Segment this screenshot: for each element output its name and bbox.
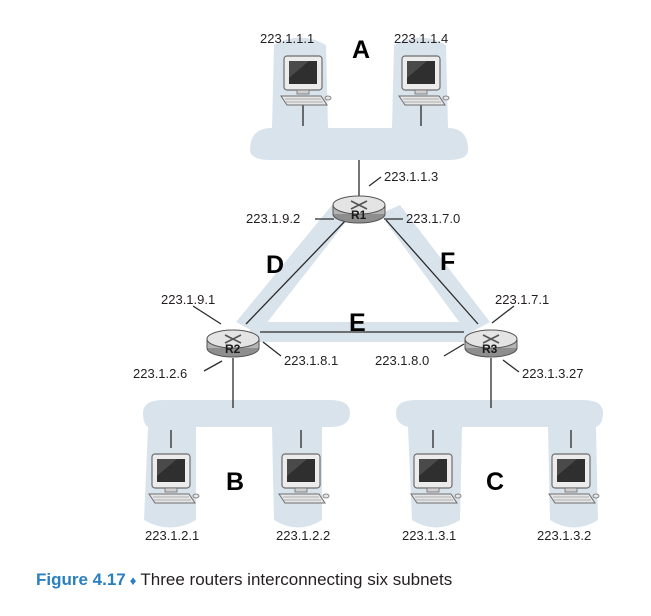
subnet-label-e: E xyxy=(349,309,366,337)
subnet-shading xyxy=(143,37,603,528)
subnet-label-b: B xyxy=(226,468,244,496)
addr-label: 223.1.1.1 xyxy=(260,31,314,46)
addr-label: 223.1.9.1 xyxy=(161,292,215,307)
addr-label: 223.1.2.1 xyxy=(145,528,199,543)
addr-label: 223.1.7.1 xyxy=(495,292,549,307)
subnet-label-f: F xyxy=(440,248,455,276)
addr-label: 223.1.2.6 xyxy=(133,366,187,381)
subnet-label-a: A xyxy=(352,36,370,64)
links xyxy=(170,100,572,448)
addr-label: 223.1.3.1 xyxy=(402,528,456,543)
addr-label: 223.1.1.3 xyxy=(384,169,438,184)
router-r1-name: R1 xyxy=(351,208,367,222)
figure-caption: Figure 4.17♦Three routers interconnectin… xyxy=(36,570,452,590)
subnet-label-c: C xyxy=(486,468,504,496)
addr-label: 223.1.2.2 xyxy=(276,528,330,543)
caption-text: Three routers interconnecting six subnet… xyxy=(140,570,453,589)
addr-label: 223.1.9.2 xyxy=(246,211,300,226)
addr-label: 223.1.8.0 xyxy=(375,353,429,368)
subnet-label-d: D xyxy=(266,251,284,279)
router-r3-name: R3 xyxy=(482,342,498,356)
addr-label: 223.1.1.4 xyxy=(394,31,448,46)
addr-label: 223.1.7.0 xyxy=(406,211,460,226)
addr-label: 223.1.8.1 xyxy=(284,353,338,368)
addr-label: 223.1.3.2 xyxy=(537,528,591,543)
addr-label: 223.1.3.27 xyxy=(522,366,583,381)
router-r2-name: R2 xyxy=(225,342,241,356)
figure-number: Figure 4.17 xyxy=(36,570,126,589)
caption-separator: ♦ xyxy=(129,573,137,588)
